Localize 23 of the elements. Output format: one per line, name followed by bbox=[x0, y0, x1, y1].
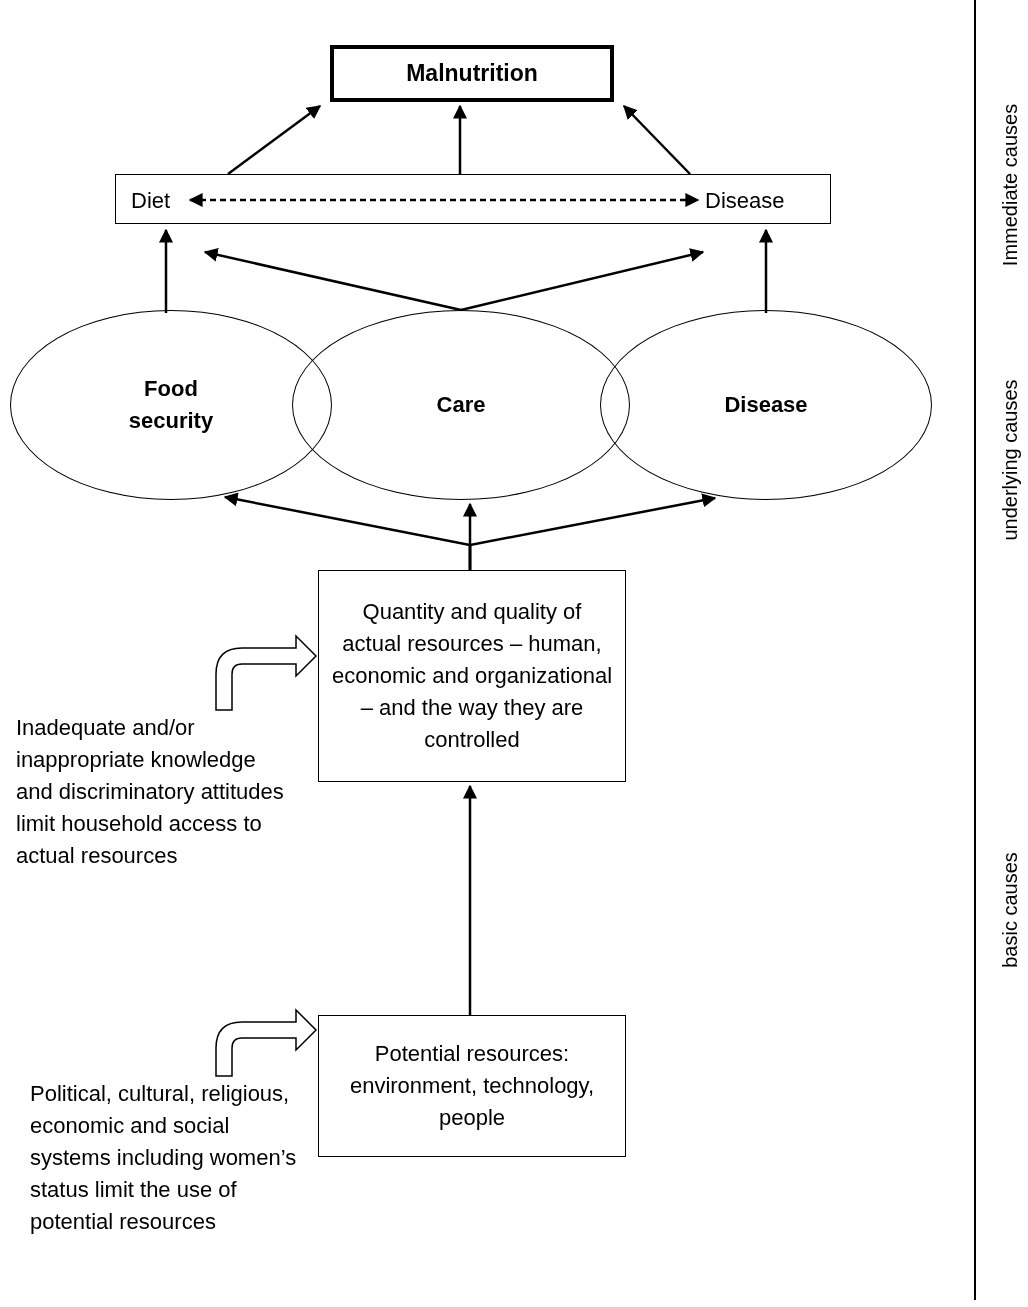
outcome-box: Malnutrition bbox=[330, 45, 614, 102]
cause-box: Potential resources: environment, technology, people bbox=[318, 1015, 626, 1157]
arrow bbox=[227, 105, 322, 175]
note-text: Inadequate and/or inappropriate knowledge and discriminatory attitudes limit household access to actual resources bbox=[16, 712, 298, 872]
arrow bbox=[759, 228, 773, 313]
arrow bbox=[463, 784, 477, 1015]
level-label: basic causes bbox=[998, 852, 1022, 968]
cause-box bbox=[115, 174, 831, 224]
cause-box: Quantity and quality of actual resources – human, economic and organizational – and the way they are controlled bbox=[318, 570, 626, 782]
arrow bbox=[159, 228, 173, 313]
arrow bbox=[203, 247, 462, 312]
box-label: Disease bbox=[705, 187, 805, 215]
arrow bbox=[460, 248, 705, 312]
arrow bbox=[453, 104, 467, 174]
note-text: Political, cultural, religious, economic and social systems including women’s status limit the use of potential resources bbox=[30, 1078, 300, 1278]
arrow bbox=[623, 105, 691, 175]
dashed-arrow bbox=[188, 193, 700, 207]
curved-block-arrow bbox=[215, 1009, 317, 1077]
box-label: Diet bbox=[131, 187, 183, 215]
level-label: Immediate causes bbox=[998, 103, 1022, 267]
curved-block-arrow bbox=[215, 635, 317, 711]
arrow bbox=[468, 493, 717, 570]
level-label: underlying causes bbox=[998, 379, 1022, 541]
